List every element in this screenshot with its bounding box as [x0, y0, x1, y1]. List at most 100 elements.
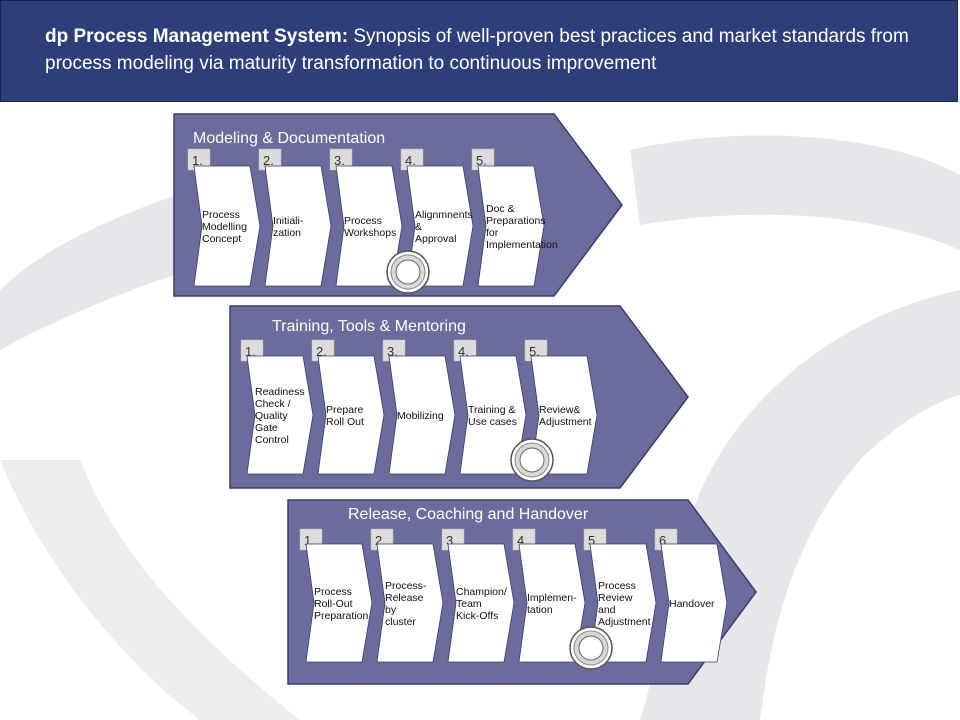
step-chevron: [246, 355, 314, 475]
step-label: Alignmnents&Approval: [415, 209, 473, 245]
step-number: 3.: [334, 153, 345, 168]
swirl-band-right: [630, 135, 960, 250]
step-label-line: Doc &: [486, 203, 515, 215]
step-chevron: [530, 355, 598, 475]
step-label-line: Implementation: [486, 239, 558, 251]
step-label-line: Prepare: [326, 404, 364, 416]
step-label-line: Concept: [202, 233, 241, 245]
header-title: dp Process Management System: Synopsis o…: [45, 23, 945, 77]
milestone-center: [395, 259, 421, 285]
step-number: 5.: [476, 153, 487, 168]
step-number: 3.: [446, 533, 457, 548]
step-label-line: Preparations: [486, 215, 546, 227]
step-label-line: Release: [385, 592, 424, 604]
step-number: 5.: [529, 344, 540, 359]
step-label-line: Check /: [255, 398, 291, 410]
milestone-center: [578, 635, 604, 661]
step-label: Implemen-tation: [527, 592, 577, 616]
step-number: 5.: [588, 533, 599, 548]
phase-title: Release, Coaching and Handover: [348, 506, 589, 523]
step-number: 4.: [458, 344, 469, 359]
step-label-line: Team: [456, 598, 482, 610]
step-chevron: [376, 543, 444, 663]
step-3: 3. Mobilizing: [382, 339, 456, 475]
phase-title: Modeling & Documentation: [193, 130, 385, 147]
step-number: 6.: [659, 533, 670, 548]
step-chevron: [477, 165, 545, 287]
step-label-line: cluster: [385, 616, 416, 628]
step-label-line: Training &: [468, 404, 515, 416]
step-label-line: Kick-Offs: [456, 610, 498, 622]
step-label-line: Review&: [539, 404, 580, 416]
step-chevron: [447, 543, 515, 663]
step-4: 4. Alignmnents&Approval: [400, 148, 474, 287]
step-label-line: Review: [598, 592, 633, 604]
step-label-line: Workshops: [344, 227, 396, 239]
step-2: 2. Initiali-zation: [258, 148, 332, 287]
step-label-line: Alignmnents: [415, 209, 473, 221]
step-number: 2.: [263, 153, 274, 168]
step-label-line: Process: [598, 580, 636, 592]
step-6: 6. Handover: [654, 528, 728, 663]
step-label-line: Quality: [255, 410, 288, 422]
header-title-rest: Synopsis of well-proven best practices a…: [45, 26, 909, 74]
step-label-line: Preparation: [314, 610, 368, 622]
step-label-line: Process: [202, 209, 240, 221]
step-label-line: Modelling: [202, 221, 247, 233]
swirl-arc-bottom-left: [0, 460, 300, 720]
step-label-line: for: [486, 227, 499, 239]
step-label-line: Mobilizing: [397, 410, 444, 422]
step-chevron: [660, 543, 728, 663]
step-label-line: Adjustment: [598, 616, 651, 628]
step-4: 4. Implemen-tation: [512, 528, 586, 663]
step-chevron: [388, 355, 456, 475]
step-label-line: Initiali-: [273, 215, 304, 227]
step-number: 4.: [517, 533, 528, 548]
step-label-line: Approval: [415, 233, 456, 245]
step-label-line: Champion/: [456, 586, 507, 598]
step-number: 3.: [387, 344, 398, 359]
step-label-line: by: [385, 604, 397, 616]
step-label: Initiali-zation: [273, 215, 304, 239]
step-number: 4.: [405, 153, 416, 168]
step-label-line: and: [598, 604, 616, 616]
step-label-line: tation: [527, 604, 553, 616]
header-title-bold: dp Process Management System:: [45, 26, 349, 47]
step-number: 1.: [192, 153, 203, 168]
step-chevron: [305, 543, 373, 663]
step-chevron: [264, 165, 332, 287]
step-label-line: Use cases: [468, 416, 517, 428]
phase-title: Training, Tools & Mentoring: [272, 318, 466, 335]
step-4: 4. Training &Use cases: [453, 339, 527, 475]
step-chevron: [406, 165, 474, 287]
step-number: 2.: [316, 344, 327, 359]
step-label-line: &: [415, 221, 422, 233]
step-label-line: Process-: [385, 580, 427, 592]
step-chevron: [193, 165, 261, 287]
step-label-line: Handover: [669, 598, 715, 610]
header-banner: dp Process Management System: Synopsis o…: [0, 0, 958, 102]
step-number: 1.: [245, 344, 256, 359]
step-label-line: Implemen-: [527, 592, 577, 604]
step-label-line: Control: [255, 434, 289, 446]
step-chevron: [317, 355, 385, 475]
